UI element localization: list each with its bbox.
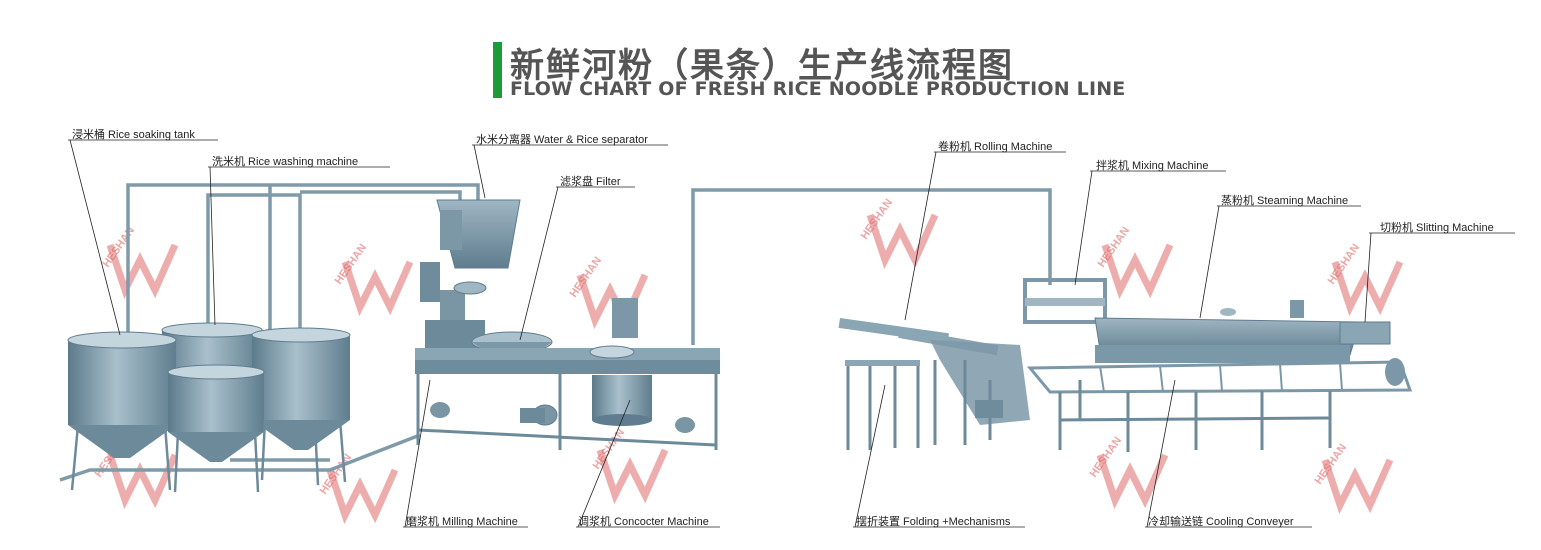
label-cooling-conveyer: 冷却输送链 Cooling Conveyer — [1148, 516, 1294, 528]
watermark-logo — [341, 260, 414, 317]
watermark-logo — [866, 213, 939, 270]
watermark-text: HESHAN — [591, 427, 628, 472]
watermarks — [106, 213, 1404, 525]
title-english: FLOW CHART OF FRESH RICE NOODLE PRODUCTI… — [510, 78, 1126, 100]
label-rolling-machine: 卷粉机 Rolling Machine — [938, 141, 1053, 153]
label-folding-mechanisms: 摆折装置 Folding +Mechanisms — [856, 516, 1011, 528]
watermark-logo — [106, 453, 179, 510]
rice-soaking-tanks — [67, 322, 351, 493]
watermark-logo — [106, 243, 179, 300]
watermark-logo — [1331, 260, 1404, 317]
label-water-rice-separator: 水米分离器 Water & Rice separator — [476, 134, 648, 146]
title-chinese: 新鲜河粉（果条）生产线流程图 — [510, 46, 1014, 86]
leader-lines — [68, 139, 1515, 528]
steaming-area — [1023, 278, 1413, 452]
rolling-folding-area — [838, 318, 1030, 450]
label-slitting-machine: 切粉机 Slitting Machine — [1380, 222, 1494, 234]
label-steaming-machine: 蒸粉机 Steaming Machine — [1221, 195, 1349, 207]
watermark-logo — [1101, 243, 1174, 300]
label-concocter-machine: 调浆机 Concocter Machine — [578, 516, 709, 528]
watermark-logo — [326, 468, 399, 525]
label-rice-soaking-tank: 浸米桶 Rice soaking tank — [72, 129, 195, 141]
watermark-logo — [596, 448, 669, 505]
label-milling-machine: 磨浆机 Milling Machine — [406, 516, 518, 528]
title-accent-bar — [493, 42, 502, 98]
label-filter: 滤浆盘 Filter — [560, 176, 621, 188]
milling-area — [415, 199, 720, 450]
watermark-logo — [1321, 458, 1394, 515]
pipes — [59, 183, 1052, 482]
watermark-logo — [1096, 453, 1169, 510]
label-mixing-machine: 拌浆机 Mixing Machine — [1096, 160, 1209, 172]
label-rice-washing-machine: 洗米机 Rice washing machine — [212, 156, 359, 168]
